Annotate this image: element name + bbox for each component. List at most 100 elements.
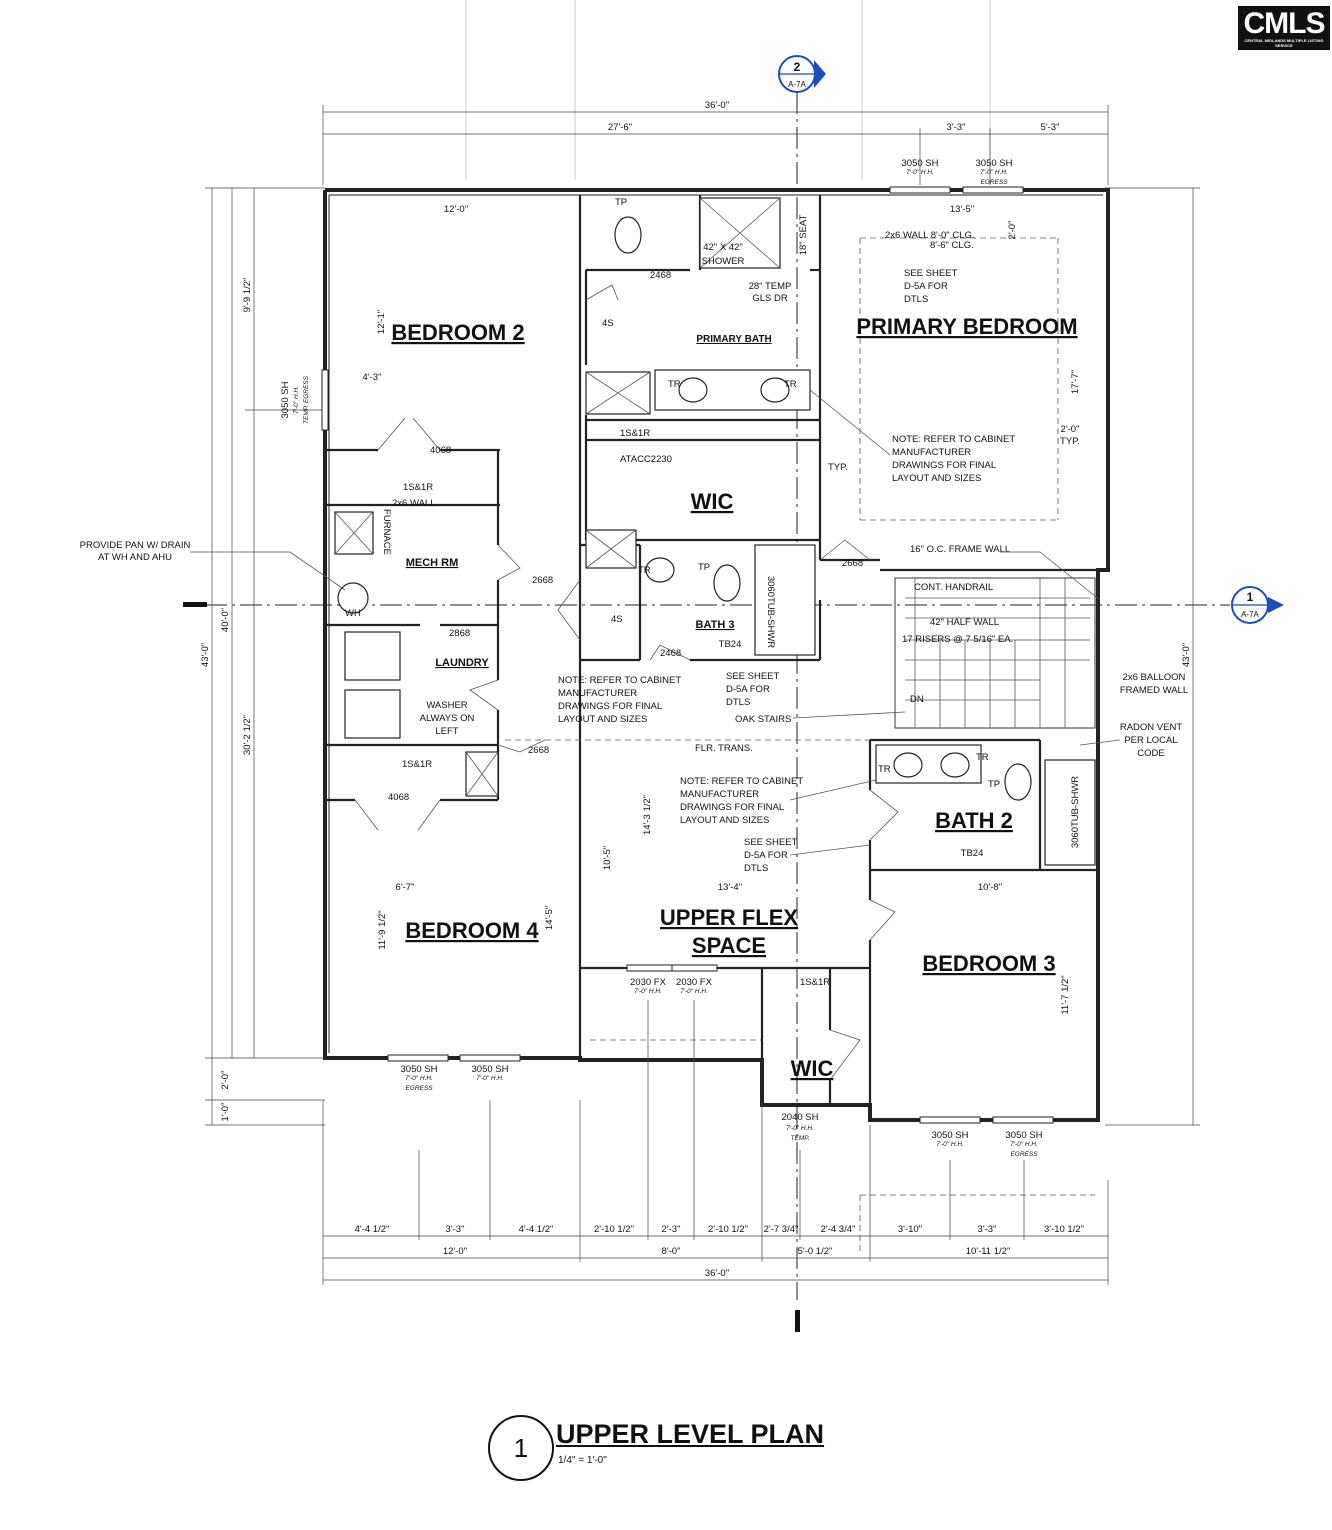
cab-note-3d: LAYOUT AND SIZES [680, 815, 769, 826]
label-wh: WH [345, 608, 361, 619]
sink-icon [678, 377, 708, 403]
dim-left-a: 43'-0" [200, 643, 211, 667]
window-top-2-note: EGRESS [980, 179, 1008, 186]
dim-bot-f: 2'-10 1/2" [708, 1224, 748, 1235]
room-upper-flex-line2: SPACE [692, 933, 766, 958]
label-half-wall: 42" HALF WALL [930, 617, 999, 628]
dim-bot-k: 3'-10 1/2" [1044, 1224, 1084, 1235]
label-frame-wall: 16" O.C. FRAME WALL [910, 544, 1010, 555]
window-fx-1: 2030 FX [630, 977, 667, 988]
room-bedroom-3: BEDROOM 3 [922, 951, 1055, 976]
label-door-2468-b: 2468 [660, 648, 681, 659]
dim-bot-a: 4'-4 1/2" [355, 1224, 390, 1235]
window-left-note: TEMP. EGRESS [303, 375, 310, 424]
label-radon-3: CODE [1137, 748, 1164, 759]
label-seat: 18" SEAT [798, 214, 809, 255]
cab-note-1a: NOTE: REFER TO CABINET [892, 434, 1015, 445]
logo-text: CMLS [1243, 7, 1326, 40]
see-sheet-1b: D-5A FOR [904, 281, 948, 292]
window-bot-1-note: EGRESS [405, 1085, 433, 1092]
label-door-2868: 2868 [449, 628, 470, 639]
label-atacc: ATACC2230 [620, 454, 672, 465]
dim-b2-x: 4'-3" [363, 372, 382, 383]
label-shelf-wic2: 1S&1R [800, 977, 830, 988]
sink-icon-5 [940, 752, 970, 778]
label-dn: DN [910, 694, 924, 705]
label-clg-86: 8'-6" CLG. [930, 240, 974, 251]
dim-top-overall: 36'-0" [705, 100, 729, 111]
dim-fx-h: 10'-5" [602, 846, 613, 870]
label-balloon-2: FRAMED WALL [1120, 685, 1188, 696]
dim-bot-i: 3'-10" [898, 1224, 922, 1235]
label-typ-2: TYP. [828, 462, 848, 473]
marker-1-sheet: A-7A [1241, 610, 1259, 619]
label-tb24: TB24 [719, 639, 742, 650]
cab-note-1d: LAYOUT AND SIZES [892, 473, 981, 484]
room-bedroom-2: BEDROOM 2 [391, 320, 524, 345]
dim-b2-h: 12'-1" [376, 310, 387, 334]
label-pan-2: AT WH AND AHU [98, 552, 172, 563]
logo-subtext: CENTRAL MIDLANDS MULTIPLE LISTING SERVIC… [1244, 38, 1324, 48]
label-tr-5: TR [976, 752, 989, 763]
dim-right-overall: 43'-0" [1181, 643, 1192, 667]
label-tr: TR [668, 379, 681, 390]
room-upper-flex-line1: UPPER FLEX [660, 905, 798, 930]
dim-top-mid: 3'-3" [947, 122, 966, 133]
label-furnace: FURNACE [381, 509, 392, 555]
dim-bot2-c: 5'-0 1/2" [798, 1246, 833, 1257]
drawing-title: UPPER LEVEL PLAN [556, 1419, 825, 1449]
dim-bot-d: 2'-10 1/2" [594, 1224, 634, 1235]
drawing-scale: 1/4" = 1'-0" [558, 1455, 607, 1466]
label-handrail: CONT. HANDRAIL [914, 582, 993, 593]
label-temp-gls-2: GLS DR [752, 293, 788, 304]
cab-note-3a: NOTE: REFER TO CABINET [680, 776, 803, 787]
cab-note-2c: DRAWINGS FOR FINAL [558, 701, 662, 712]
window-bot-1: 3050 SH [401, 1064, 438, 1075]
label-door-2668-c: 2668 [842, 558, 863, 569]
label-door-2668: 2668 [532, 575, 553, 586]
label-tr-2: TR [784, 379, 797, 390]
label-door-2468: 2468 [650, 270, 671, 281]
dim-bot-h: 2'-4 3/4" [821, 1224, 856, 1235]
label-radon-2: PER LOCAL [1124, 735, 1177, 746]
room-bedroom-4: BEDROOM 4 [405, 918, 539, 943]
label-oak-stairs: OAK STAIRS [735, 714, 791, 725]
window-fx-2: 2030 FX [676, 977, 713, 988]
dim-bot2-a: 12'-0" [443, 1246, 467, 1257]
dim-b3-h: 11'-7 1/2" [1060, 975, 1071, 1014]
drawing-number: 1 [488, 1415, 554, 1481]
sink-icon-4 [893, 752, 923, 778]
right-dimensions: 43'-0" [1105, 187, 1200, 1126]
section-marker-1: 1 A-7A [1231, 586, 1284, 624]
window-bot-4-note: EGRESS [1010, 1151, 1038, 1158]
label-temp-gls: 28" TEMP [749, 281, 792, 292]
see-sheet-1a: SEE SHEET [904, 268, 958, 279]
cab-note-2b: MANUFACTURER [558, 688, 637, 699]
window-2040-hh: 7'-0" H.H. [786, 1125, 814, 1132]
cab-note-2a: NOTE: REFER TO CABINET [558, 675, 681, 686]
marker-1-number: 1 [1247, 590, 1254, 604]
dim-pb-w: 13'-5" [950, 204, 974, 215]
window-bot-4-hh: 7'-0" H.H. [1010, 1141, 1038, 1148]
dim-b3-w: 10'-8" [978, 882, 1002, 893]
window-2040-note: TEMP. [790, 1135, 809, 1142]
room-primary-bedroom: PRIMARY BEDROOM [856, 314, 1077, 339]
dim-left-b: 40'-0" [220, 608, 231, 632]
label-shelf-wic: 1S&1R [620, 428, 650, 439]
label-typ: TYP. [1060, 436, 1080, 447]
see-sheet-2c: DTLS [726, 697, 750, 708]
window-bot-3-hh: 7'-0" H.H. [936, 1141, 964, 1148]
label-tp-2: TP [698, 562, 710, 573]
window-top-2-hh: 7'-0" H.H. [980, 169, 1008, 176]
see-sheet-2b: D-5A FOR [726, 684, 770, 695]
dim-bot2-d: 10'-11 1/2" [966, 1246, 1011, 1257]
marker-2-sheet: A-7A [788, 80, 806, 89]
label-shower: SHOWER [702, 256, 745, 267]
dim-pb-h: 17'-7" [1070, 370, 1081, 394]
label-tr-4: TR [878, 764, 891, 775]
label-tb24-2: TB24 [961, 848, 984, 859]
label-washer-3: LEFT [435, 726, 458, 737]
label-balloon-1: 2x6 BALLOON [1123, 672, 1186, 683]
label-shower-size: 42" X 42" [703, 242, 743, 253]
label-tr-3: TR [638, 565, 651, 576]
